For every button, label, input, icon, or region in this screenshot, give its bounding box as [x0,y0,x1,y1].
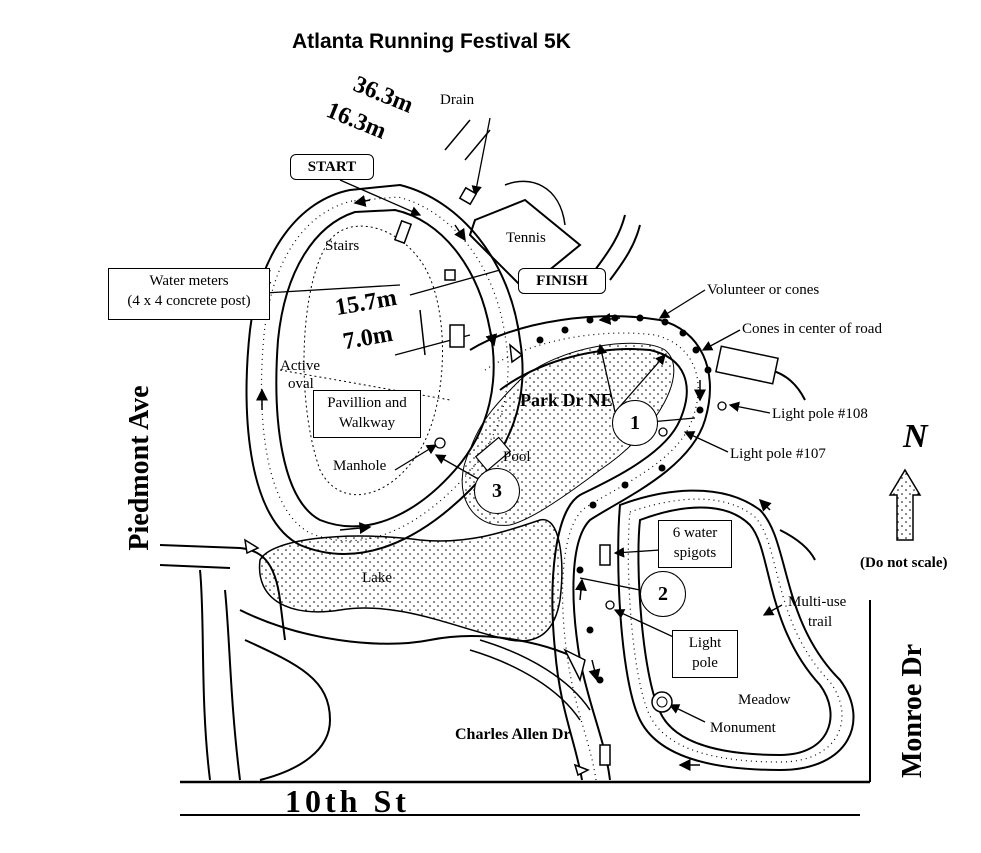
light-107-label: Light pole #107 [730,446,826,462]
pavilion-line1: Pavillion and [327,395,407,411]
tennis-label: Tennis [506,230,546,246]
water-spigots-line1: 6 water [672,525,718,541]
stairs-label: Stairs [325,238,360,254]
water-spigots-line2: spigots [673,545,717,561]
water-meters-box: Water meters (4 x 4 concrete post) [108,268,270,320]
active-oval-line1: Active [280,358,320,374]
cones-center-label: Cones in center of road [742,321,882,337]
water-meters-line2: (4 x 4 concrete post) [127,293,251,309]
water-spigots-box: 6 water spigots [658,520,732,568]
light-108-label: Light pole #108 [772,406,868,422]
drain-label: Drain [440,92,475,108]
tenth-st-label: 10th St [285,783,410,819]
lake-label: Lake [362,570,392,586]
lake [258,519,563,642]
piedmont-ave-label: Piedmont Ave [124,385,155,551]
monument-label: Monument [710,720,776,736]
pool-label: Pool [503,449,531,465]
north-arrow-icon [888,468,922,541]
meadow-label: Meadow [738,692,791,708]
monroe-dr-label: Monroe Dr [897,644,928,778]
start-label: START [290,154,374,180]
light-pole-line1: Light [688,635,722,651]
do-not-scale-label: (Do not scale) [860,555,948,571]
finish-label: FINISH [518,268,606,294]
meadow-loop [617,489,855,772]
north-label: N [903,418,928,455]
tennis-court [468,198,582,292]
park-dr-label: Park Dr NE [520,390,613,410]
light-pole-box: Light pole [672,630,738,678]
pavilion-box: Pavillion and Walkway [313,390,421,438]
multi-use-line2: trail [808,614,833,630]
light-pole-line2: pole [692,655,718,671]
active-oval-line2: oval [288,376,314,392]
volunteer-label: Volunteer or cones [707,282,820,298]
water-meters-line1: Water meters [149,273,229,289]
marker-2: 2 [640,571,686,617]
map-title: Atlanta Running Festival 5K [292,30,571,53]
marker-1: 1 [612,400,658,446]
pavilion-line2: Walkway [338,415,396,431]
marker-3: 3 [474,468,520,514]
multi-use-line1: Multi-use [788,594,847,610]
manhole-label: Manhole [333,458,387,474]
charles-allen-label: Charles Allen Dr [455,726,571,743]
oval-inner-road [275,208,495,528]
